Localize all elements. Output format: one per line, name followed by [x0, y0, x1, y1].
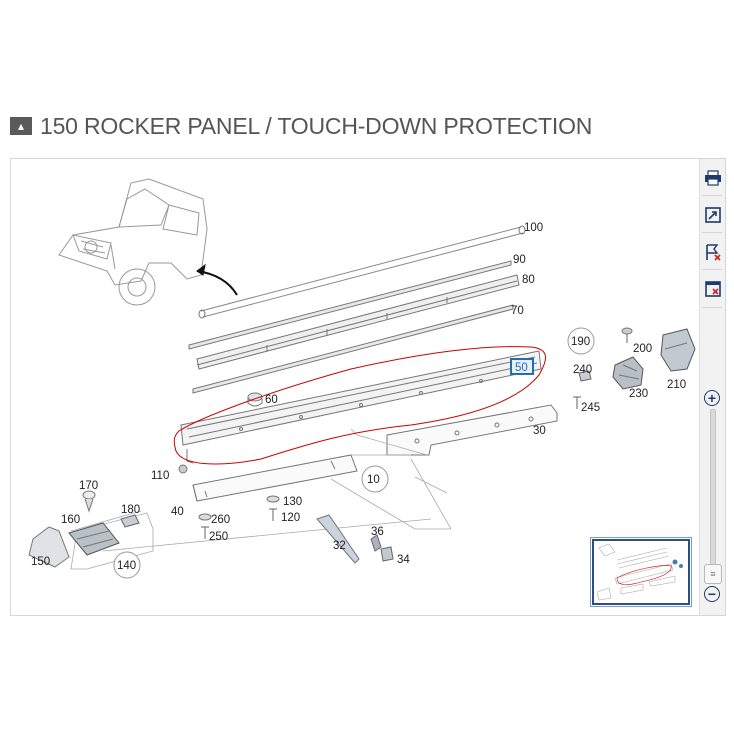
part-label-250[interactable]: 250 — [209, 531, 228, 543]
part-250-screw[interactable] — [201, 526, 209, 539]
printer-icon — [705, 170, 721, 186]
part-40-inner-panel[interactable] — [192, 454, 358, 502]
part-50-rocker-panel[interactable] — [180, 350, 542, 464]
vehicle-outline — [58, 178, 208, 306]
part-60-plug[interactable] — [247, 392, 263, 407]
part-label-50[interactable]: 50 — [515, 362, 528, 374]
open-in-new-window-icon — [705, 207, 721, 223]
collapse-section-button[interactable]: ▴ — [10, 117, 32, 135]
part-label-10[interactable]: 10 — [367, 474, 380, 486]
part-label-260[interactable]: 260 — [211, 514, 230, 526]
part-label-90[interactable]: 90 — [513, 254, 526, 266]
zoom-slider-track[interactable] — [710, 409, 716, 583]
zoom-slider-handle[interactable]: ≡ — [704, 564, 722, 584]
toolbar-separator — [702, 195, 722, 196]
print-button[interactable] — [701, 163, 725, 193]
part-label-150[interactable]: 150 — [31, 556, 50, 568]
callout-circle-140 — [113, 551, 141, 579]
open-new-window-button[interactable] — [701, 200, 725, 230]
part-120-screw[interactable] — [269, 508, 277, 521]
toolbar-separator — [702, 232, 722, 233]
selected-part-box[interactable] — [510, 358, 534, 375]
part-label-120[interactable]: 120 — [281, 512, 300, 524]
part-label-110[interactable]: 110 — [151, 470, 169, 482]
toolbar-separator — [702, 269, 722, 270]
part-label-200[interactable]: 200 — [633, 343, 652, 355]
part-90-strip[interactable] — [188, 260, 512, 350]
parts-diagram-viewer: 100 90 80 70 50 60 30 110 10 170 130 180… — [10, 158, 726, 616]
part-230-bracket[interactable] — [612, 356, 644, 390]
part-label-32[interactable]: 32 — [333, 540, 346, 552]
part-240-clip[interactable] — [578, 370, 592, 382]
part-label-170[interactable]: 170 — [79, 480, 98, 492]
part-label-140[interactable]: 140 — [117, 560, 136, 572]
part-label-60[interactable]: 60 — [265, 394, 278, 406]
part-180-clip[interactable] — [120, 514, 140, 528]
section-header: ▴ 150 ROCKER PANEL / TOUCH-DOWN PROTECTI… — [10, 112, 592, 140]
part-label-245[interactable]: 245 — [581, 402, 600, 414]
part-100-rod[interactable] — [198, 225, 526, 319]
callout-circle-190 — [567, 327, 595, 355]
part-label-180[interactable]: 180 — [121, 504, 140, 516]
part-210-cap[interactable] — [660, 328, 696, 372]
part-32-bracket[interactable] — [316, 514, 360, 564]
part-label-30[interactable]: 30 — [533, 425, 546, 437]
part-label-210[interactable]: 210 — [667, 379, 686, 391]
part-label-190[interactable]: 190 — [571, 336, 590, 348]
part-label-34[interactable]: 34 — [397, 554, 410, 566]
overview-thumbnail[interactable] — [590, 537, 692, 607]
part-160-bracket[interactable] — [68, 522, 120, 556]
viewer-toolbar: + ≡ − — [699, 159, 725, 615]
part-36-bolt[interactable] — [370, 534, 382, 552]
part-110-screw[interactable] — [178, 464, 188, 474]
thumbnail-diagram — [596, 543, 683, 601]
close-view-icon — [705, 281, 721, 297]
part-170-clip[interactable] — [82, 490, 96, 513]
part-label-230[interactable]: 230 — [629, 388, 648, 400]
flag-remove-button[interactable] — [701, 237, 725, 267]
close-view-button[interactable] — [701, 274, 725, 304]
part-label-100[interactable]: 100 — [524, 222, 543, 234]
part-label-70[interactable]: 70 — [511, 305, 524, 317]
page-title: 150 ROCKER PANEL / TOUCH-DOWN PROTECTION — [40, 112, 593, 139]
part-260-washer[interactable] — [198, 513, 212, 521]
part-34-nut[interactable] — [380, 546, 394, 562]
part-130-washer[interactable] — [266, 495, 280, 503]
part-80-molding[interactable] — [196, 274, 520, 370]
part-label-36[interactable]: 36 — [371, 526, 384, 538]
selection-highlight — [173, 346, 546, 465]
flag-remove-icon — [706, 244, 721, 261]
part-label-130[interactable]: 130 — [283, 496, 302, 508]
part-200-screw[interactable] — [621, 327, 633, 343]
zoom-in-button[interactable]: + — [704, 390, 720, 406]
part-245-screw[interactable] — [573, 396, 581, 409]
part-label-40[interactable]: 40 — [171, 506, 184, 518]
part-label-80[interactable]: 80 — [522, 274, 535, 286]
exploded-parts-diagram[interactable]: 100 90 80 70 50 60 30 110 10 170 130 180… — [11, 159, 701, 615]
zoom-out-button[interactable]: − — [704, 586, 720, 602]
toolbar-separator — [702, 307, 722, 308]
part-150-guard[interactable] — [28, 526, 70, 568]
part-70-strip[interactable] — [192, 304, 514, 394]
part-label-160[interactable]: 160 — [61, 514, 80, 526]
part-label-240[interactable]: 240 — [573, 364, 592, 376]
callout-circle-10 — [361, 465, 389, 493]
